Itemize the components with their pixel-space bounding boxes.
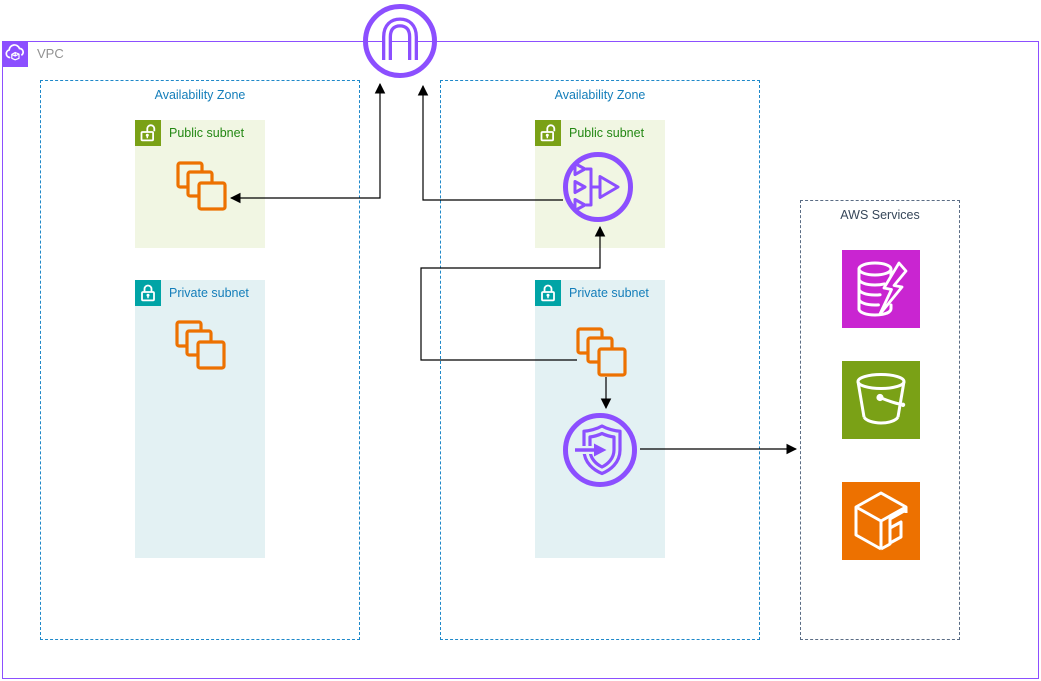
vpc-icon (2, 41, 28, 67)
elasticache-icon[interactable] (842, 250, 920, 328)
open-lock-icon (135, 120, 161, 146)
subnet-label: Public subnet (169, 126, 245, 140)
vpc-group-box[interactable] (2, 41, 1039, 679)
ec2-instances-icon[interactable] (174, 319, 228, 373)
service-cube-icon[interactable] (842, 482, 920, 560)
availability-zone-left-label: Availability Zone (154, 88, 246, 102)
availability-zone-left[interactable]: Availability Zone (40, 80, 360, 640)
subnet-label: Public subnet (569, 126, 645, 140)
open-lock-icon (535, 120, 561, 146)
vpc-endpoints-icon[interactable] (562, 412, 638, 488)
nat-gateway-icon[interactable] (562, 151, 634, 223)
internet-gateway-icon[interactable] (362, 3, 438, 79)
ec2-instances-icon[interactable] (175, 160, 229, 214)
s3-bucket-icon[interactable] (842, 361, 920, 439)
ec2-instances-icon[interactable] (575, 326, 629, 380)
closed-lock-icon (535, 280, 561, 306)
vpc-label: VPC (37, 46, 64, 61)
aws-services-group-box[interactable]: AWS Services (800, 200, 960, 640)
subnet-label: Private subnet (169, 286, 249, 300)
aws-services-label: AWS Services (840, 208, 920, 222)
availability-zone-right-label: Availability Zone (554, 88, 646, 102)
subnet-label: Private subnet (569, 286, 649, 300)
closed-lock-icon (135, 280, 161, 306)
